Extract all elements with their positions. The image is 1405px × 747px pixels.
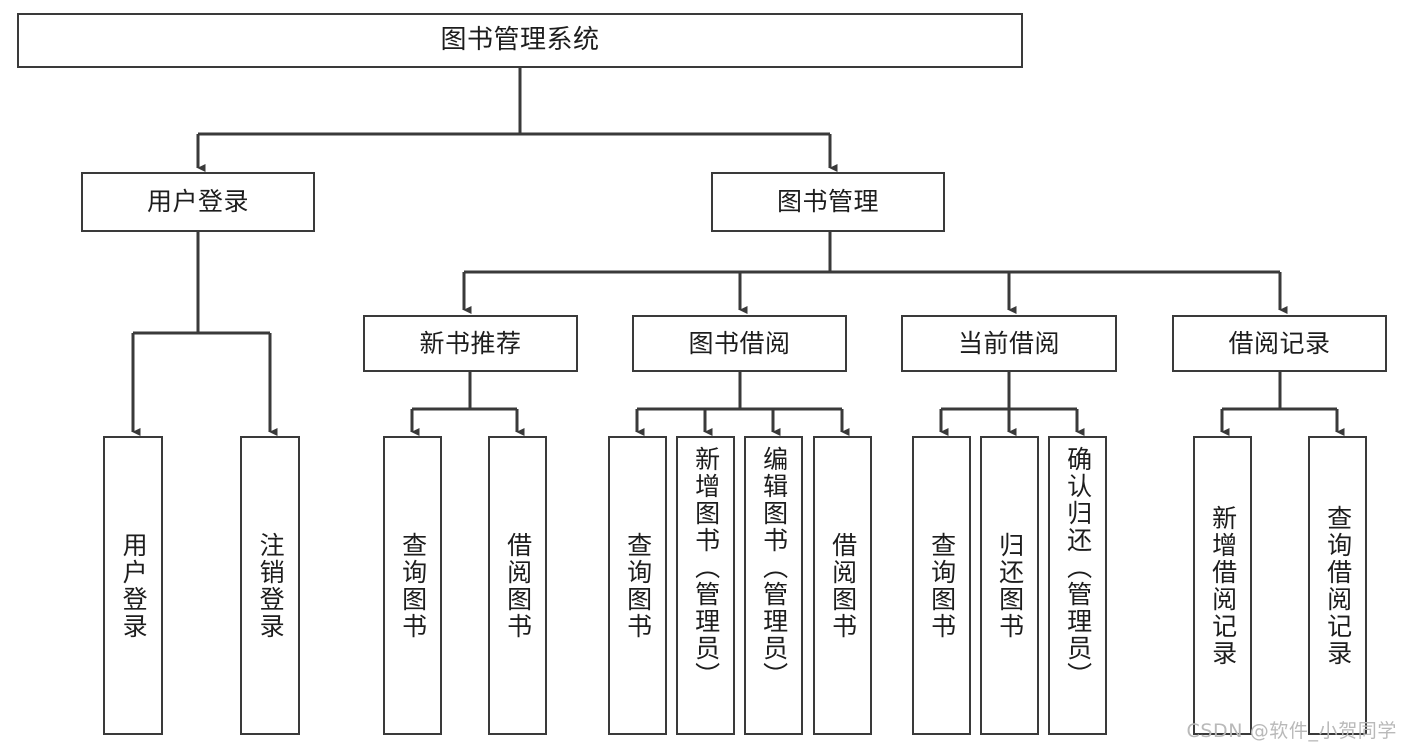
leaf-add-book-admin[interactable]: 新增图书（管理员）: [676, 436, 735, 735]
leaf-borrow-book-new-recommend[interactable]: 借阅图书: [488, 436, 547, 735]
node-label: 确认归还（管理员）: [1063, 446, 1093, 689]
node-label: 图书借阅: [688, 328, 791, 358]
node-label: 新书推荐: [419, 328, 522, 358]
leaf-confirm-return-admin[interactable]: 确认归还（管理员）: [1048, 436, 1107, 735]
node-label: 查询图书: [927, 531, 957, 640]
node-book-management[interactable]: 图书管理: [711, 172, 945, 232]
node-label: 借阅记录: [1228, 328, 1331, 358]
node-label: 查询借阅记录: [1323, 504, 1353, 667]
leaf-user-login[interactable]: 用户登录: [103, 436, 163, 735]
node-root-book-management-system[interactable]: 图书管理系统: [17, 13, 1023, 68]
node-label: 用户登录: [146, 187, 249, 216]
node-new-book-recommend[interactable]: 新书推荐: [363, 315, 578, 372]
leaf-edit-book-admin[interactable]: 编辑图书（管理员）: [744, 436, 803, 735]
node-label: 查询图书: [623, 531, 653, 640]
leaf-query-borrow-record[interactable]: 查询借阅记录: [1308, 436, 1367, 735]
node-borrow-records[interactable]: 借阅记录: [1172, 315, 1387, 372]
node-label: 注销登录: [256, 531, 286, 640]
node-label: 新增图书（管理员）: [691, 446, 721, 689]
node-label: 借阅图书: [503, 531, 533, 640]
leaf-borrow-book[interactable]: 借阅图书: [813, 436, 872, 735]
node-label: 借阅图书: [828, 531, 858, 640]
node-label: 图书管理系统: [440, 24, 600, 55]
node-label: 用户登录: [119, 531, 149, 640]
node-label: 编辑图书（管理员）: [759, 446, 789, 689]
leaf-logout-login[interactable]: 注销登录: [240, 436, 300, 735]
node-current-borrow[interactable]: 当前借阅: [901, 315, 1117, 372]
leaf-query-book-new-recommend[interactable]: 查询图书: [383, 436, 442, 735]
csdn-watermark: CSDN @软件_小贺同学: [1186, 720, 1397, 742]
node-label: 当前借阅: [957, 328, 1060, 358]
node-label: 新增借阅记录: [1208, 504, 1238, 667]
leaf-return-book[interactable]: 归还图书: [980, 436, 1039, 735]
leaf-query-book-current[interactable]: 查询图书: [912, 436, 971, 735]
leaf-add-borrow-record[interactable]: 新增借阅记录: [1193, 436, 1252, 735]
node-label: 图书管理: [776, 187, 879, 216]
node-user-login[interactable]: 用户登录: [81, 172, 315, 232]
node-label: 查询图书: [398, 531, 428, 640]
node-book-borrow[interactable]: 图书借阅: [632, 315, 847, 372]
node-label: 归还图书: [995, 531, 1025, 640]
leaf-query-book-borrow[interactable]: 查询图书: [608, 436, 667, 735]
